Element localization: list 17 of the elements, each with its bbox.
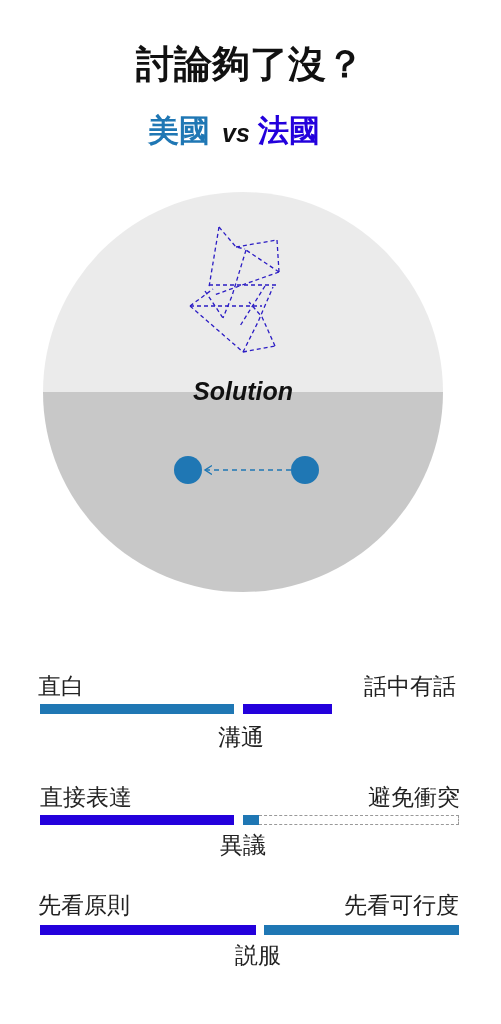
scale-end-label: 直白 xyxy=(38,672,84,700)
scale-end-label: 話中有話 xyxy=(364,672,456,700)
dot xyxy=(291,456,319,484)
arrow xyxy=(204,464,292,476)
dot xyxy=(174,456,202,484)
versus-label: vs xyxy=(222,118,250,148)
scale-end-label: 直接表達 xyxy=(40,783,132,811)
scale-title: 溝通 xyxy=(218,723,264,751)
country-label: 美國 xyxy=(148,113,210,149)
scale-title: 説服 xyxy=(235,941,281,969)
circle-label: Solution xyxy=(193,376,293,406)
country-label: 法國 xyxy=(258,113,320,149)
title: 討論夠了沒？ xyxy=(136,43,364,87)
scale-end-label: 先看原則 xyxy=(38,891,130,919)
scale-title: 異議 xyxy=(220,831,266,859)
scale-end-label: 避免衝突 xyxy=(368,783,460,811)
scale-end-label: 先看可行度 xyxy=(344,891,459,919)
